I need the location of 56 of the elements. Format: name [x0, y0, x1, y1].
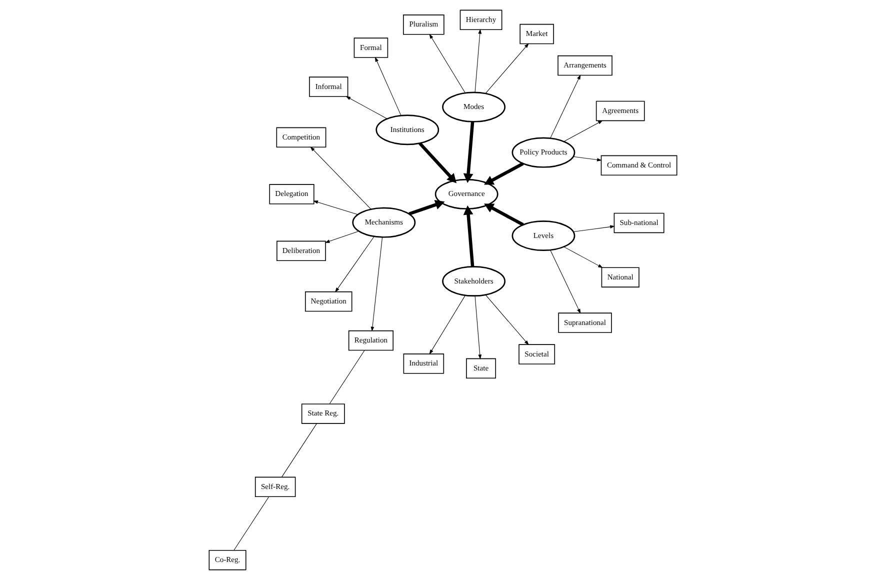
arrow — [572, 225, 614, 232]
arrow — [550, 250, 580, 314]
arrow — [474, 28, 482, 93]
node-box: Market — [519, 24, 554, 44]
node-ellipse: Policy Products — [511, 137, 575, 168]
arrow — [550, 74, 580, 138]
arrow — [418, 142, 456, 184]
arrow — [428, 295, 465, 354]
node-box: Negotiation — [304, 291, 352, 312]
connector — [328, 350, 364, 404]
arrow — [563, 120, 602, 142]
node-box: National — [600, 267, 639, 288]
node-box: Arrangements — [557, 55, 612, 76]
arrow — [462, 205, 474, 267]
connector — [281, 423, 316, 478]
node-box: Agreements — [595, 100, 644, 122]
node-box: Societal — [518, 344, 555, 364]
arrow — [428, 34, 465, 94]
node-box: State Reg. — [300, 404, 344, 424]
arrow — [324, 230, 358, 243]
node-box: Sub-national — [613, 212, 664, 234]
node-box: Competition — [276, 127, 326, 148]
node-box: Supranational — [558, 312, 612, 333]
arrow — [484, 204, 524, 226]
node-box: Pluralism — [402, 14, 444, 35]
connector — [233, 496, 269, 550]
arrow — [408, 200, 444, 216]
node-box: Delegation — [268, 184, 314, 204]
node-ellipse: Institutions — [375, 114, 439, 146]
node-box: Self-Reg. — [254, 476, 296, 498]
node-box: Formal — [353, 38, 388, 58]
node-box: State — [466, 358, 496, 379]
arrow — [334, 236, 374, 292]
node-box: Deliberation — [276, 240, 326, 262]
arrow — [474, 296, 482, 360]
node-box: Hierarchy — [459, 10, 502, 30]
node-ellipse: Modes — [442, 92, 506, 122]
arrow — [572, 156, 602, 162]
arrow — [563, 246, 602, 268]
node-ellipse: Stakeholders — [442, 266, 506, 297]
arrow — [310, 146, 371, 210]
arrow — [484, 294, 528, 346]
node-box: Regulation — [348, 330, 393, 351]
node-box: Informal — [308, 76, 348, 97]
node-box: Command & Control — [600, 155, 677, 176]
arrow — [484, 43, 528, 94]
arrow — [345, 96, 387, 120]
arrow — [374, 56, 401, 116]
node-ellipse: Mechanisms — [352, 207, 416, 238]
node-ellipse: Levels — [511, 220, 575, 252]
arrow — [484, 162, 524, 185]
arrow — [462, 121, 474, 183]
arrow — [312, 200, 358, 215]
arrow — [370, 236, 382, 332]
node-box: Co-Reg. — [208, 550, 246, 570]
node-box: Industrial — [402, 354, 444, 374]
